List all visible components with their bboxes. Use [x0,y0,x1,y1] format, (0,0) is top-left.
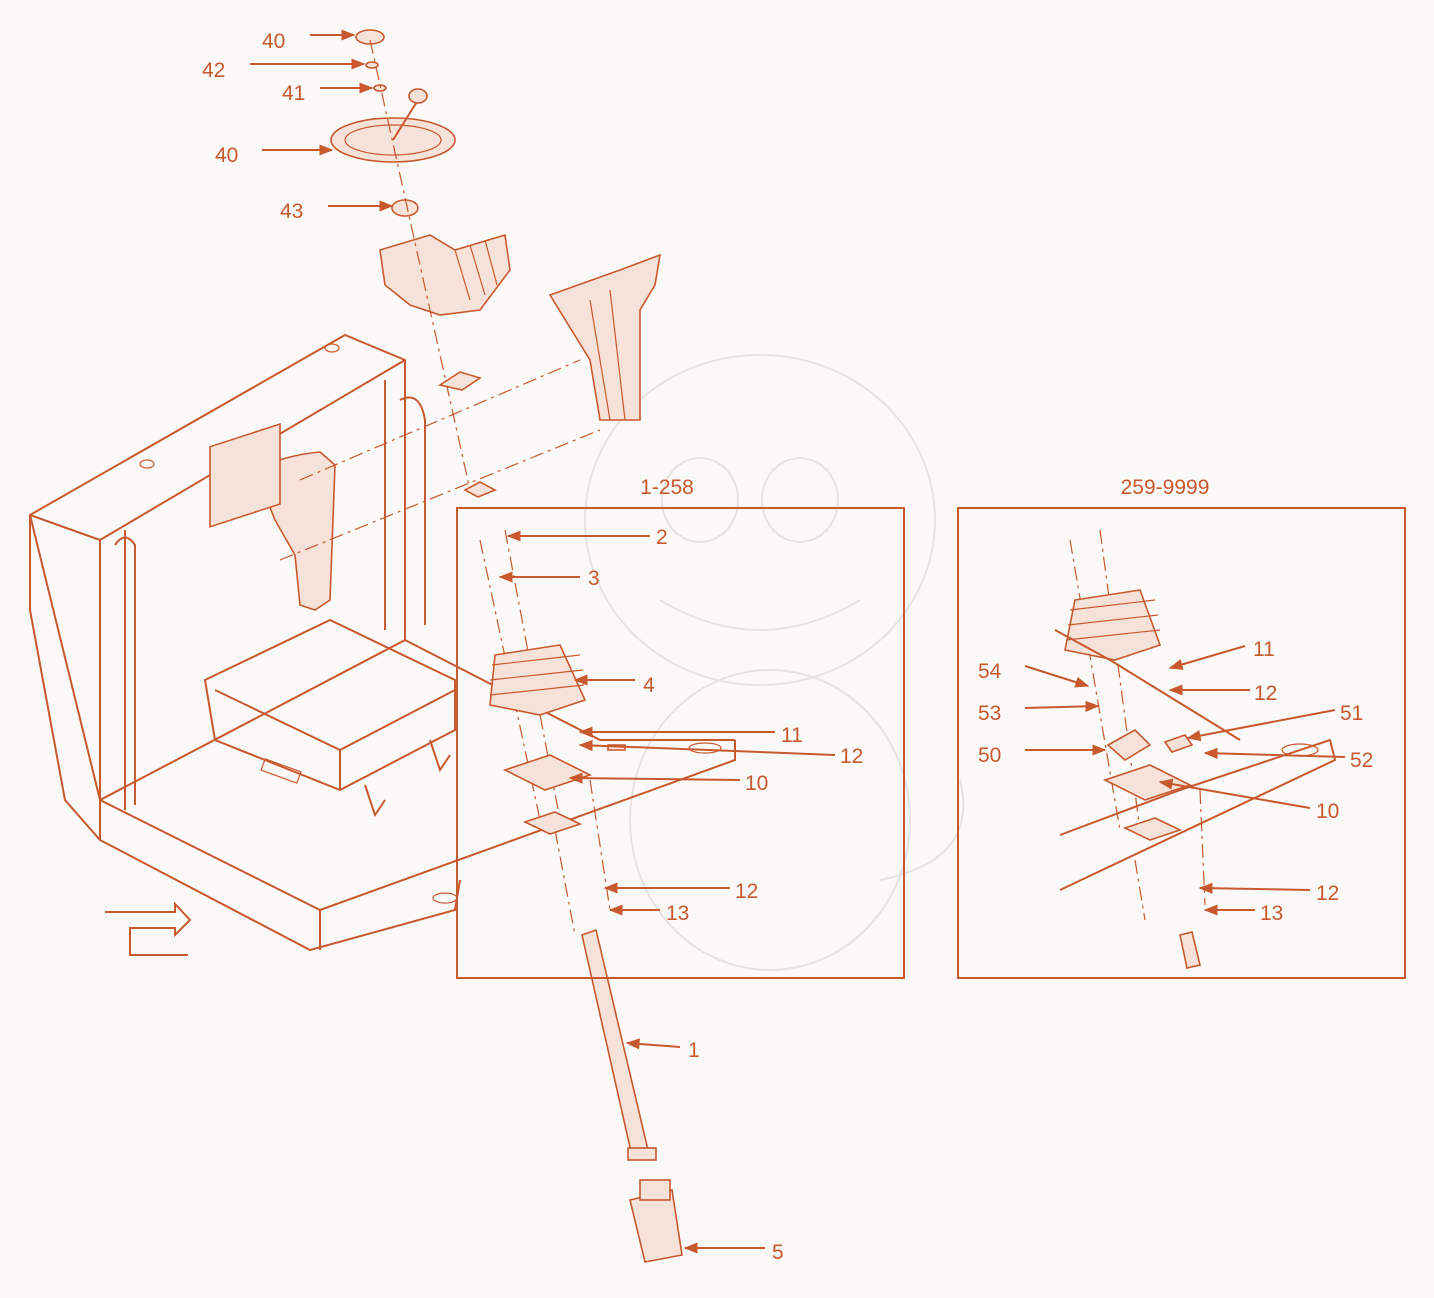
inset-title-259-9999: 259-9999 [1121,476,1210,499]
callout-54: 54 [978,660,1002,683]
watermark-dragon [584,354,965,971]
inset-1-258: 1-258 [456,476,905,979]
callout-10-b: 10 [1316,800,1339,823]
mount-plate-icon-b [1102,764,1193,801]
callout-40-wheel: 40 [215,144,238,167]
callout-4: 4 [643,674,655,697]
callout-11-b: 11 [1253,638,1275,661]
callout-53: 53 [978,702,1001,725]
motor-icon [629,1189,683,1263]
callout-12-lower: 12 [735,880,758,903]
truck-chassis [28,333,736,952]
callout-3: 3 [588,567,600,590]
callout-52: 52 [1350,749,1373,772]
callout-41: 41 [282,82,305,105]
inset-title-1-258: 1-258 [640,476,694,499]
callout-50: 50 [978,744,1001,767]
callout-1: 1 [688,1039,700,1062]
callout-10: 10 [745,772,768,795]
steering-assembly [279,29,662,561]
callout-13-b: 13 [1260,902,1283,925]
callout-13: 13 [666,902,689,925]
callout-labels: 40 42 41 40 43 2 3 4 11 12 10 12 13 1 5 … [202,30,1373,1264]
direction-arrow-icon [105,901,192,956]
callout-2: 2 [656,526,668,549]
column-cover-icon [548,253,662,421]
cap-icon [355,29,385,45]
callout-12-b: 12 [1254,682,1277,705]
callout-12: 12 [840,745,863,768]
callout-12-c: 12 [1316,882,1339,905]
switch-block-icon [1106,729,1152,761]
mount-plate-icon [502,754,593,791]
inset-259-9999: 259-9999 [957,476,1406,979]
callout-51: 51 [1340,702,1363,725]
callout-11: 11 [781,724,803,747]
callout-leaders [250,29,1346,1254]
callout-5: 5 [772,1241,784,1264]
callout-43: 43 [280,200,303,223]
drive-rod [581,928,683,1263]
callout-42: 42 [202,59,225,82]
steering-head-icon [379,233,511,316]
callout-40: 40 [262,30,285,53]
